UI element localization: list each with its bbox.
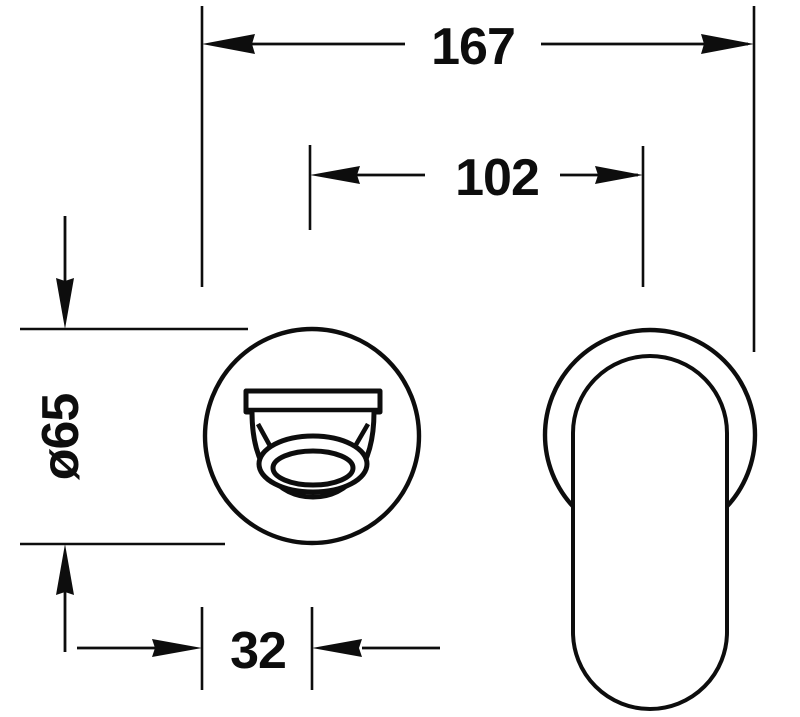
front-view — [202, 326, 422, 546]
arrowhead-d65-top — [56, 278, 74, 329]
arrowhead-167-right — [701, 34, 754, 54]
arrowhead-32-right — [312, 639, 362, 657]
dimension-167-group: 167 — [200, 6, 756, 352]
side-view — [542, 327, 758, 711]
dimension-32-group: 32 — [77, 607, 440, 690]
arrowhead-32-left — [152, 639, 202, 657]
arrowhead-d65-bottom — [56, 544, 74, 595]
front-spout-body — [243, 388, 383, 500]
arrowhead-102-left — [310, 166, 360, 184]
dimension-label-32: 32 — [230, 622, 286, 680]
front-aerator-inner — [270, 448, 356, 488]
arrowhead-102-right — [595, 166, 643, 184]
arrowhead-167-left — [202, 34, 255, 54]
dimension-102-group: 102 — [308, 145, 645, 287]
side-spout-stadium — [571, 354, 729, 711]
dimension-label-167: 167 — [431, 18, 515, 76]
dimension-diameter-65-group: ø65 — [20, 216, 248, 652]
dimension-label-102: 102 — [455, 149, 539, 207]
dimension-label-diameter-65: ø65 — [32, 394, 90, 481]
